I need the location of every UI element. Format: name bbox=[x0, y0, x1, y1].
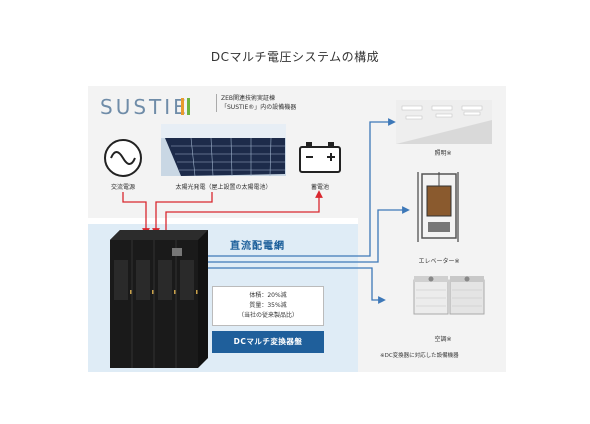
dc-converter-cabinet-image bbox=[110, 230, 208, 368]
lighting-image bbox=[396, 100, 492, 144]
spec-note: （当社の従来製品比） bbox=[237, 312, 298, 319]
elevator-label: エレベーター※ bbox=[418, 258, 460, 265]
aircon-image bbox=[413, 276, 485, 315]
spec-volume: 体積：20%減 bbox=[249, 292, 287, 299]
logo-text: SUSTIE bbox=[100, 96, 189, 118]
sustie-logo: SUSTIE bbox=[100, 96, 190, 118]
dc-grid-label: 直流配電網 bbox=[230, 241, 285, 252]
zeb-note-line-1: ZEB関連技術実証棟 bbox=[221, 95, 276, 102]
aircon-label: 空調※ bbox=[434, 336, 452, 343]
footnote: ※DC変換器に対応した設備機器 bbox=[380, 353, 459, 359]
spec-box: 体積：20%減 質量：35%減 （当社の従来製品比） bbox=[212, 286, 324, 326]
zeb-note-line-2: 「SUSTIE®」内の設備機器 bbox=[221, 104, 297, 111]
elevator-image bbox=[417, 172, 459, 242]
product-label: DCマルチ変換器盤 bbox=[212, 331, 324, 353]
lighting-label: 照明※ bbox=[434, 150, 452, 157]
battery-icon bbox=[299, 142, 341, 173]
solar-label: 太陽光発電（屋上設置の太陽電池） bbox=[175, 184, 272, 191]
ac-power-label: 交流電源 bbox=[110, 184, 135, 191]
spec-mass: 質量：35%減 bbox=[249, 302, 287, 309]
zeb-note: ZEB関連技術実証棟 「SUSTIE®」内の設備機器 bbox=[216, 94, 311, 112]
ac-power-icon bbox=[104, 139, 142, 177]
battery-label: 蓄電池 bbox=[310, 184, 329, 191]
solar-panel-image bbox=[161, 124, 286, 176]
diagram-title: DCマルチ電圧システムの構成 bbox=[210, 50, 380, 64]
